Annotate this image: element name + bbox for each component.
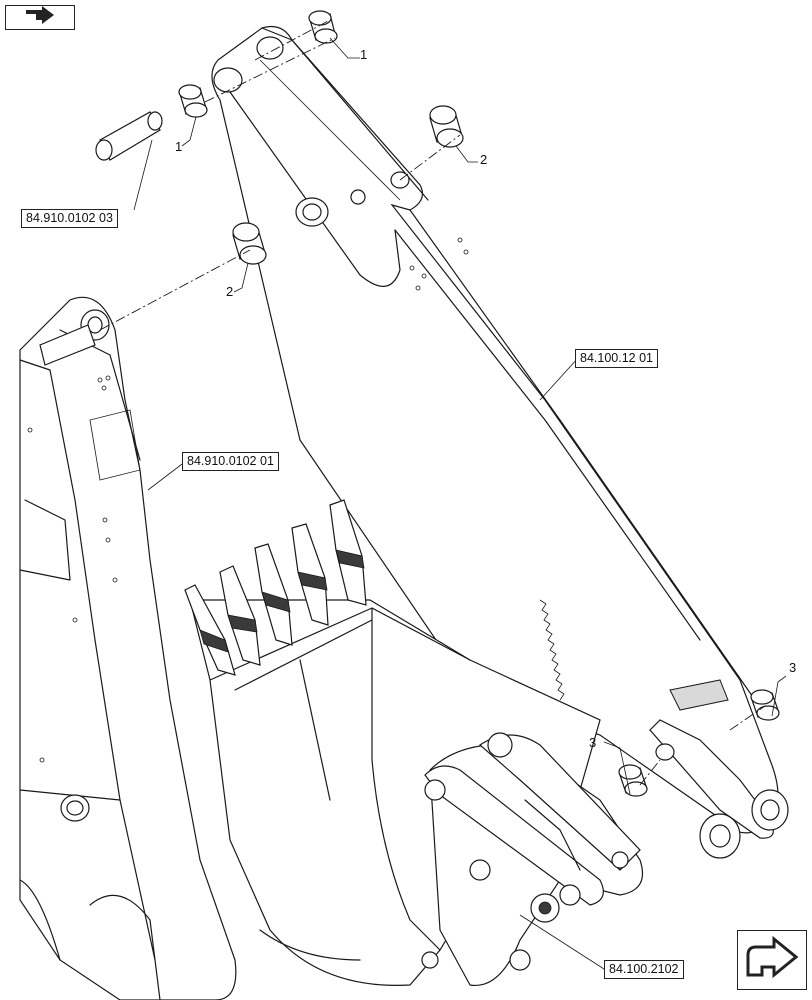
- callout-3b: 3: [589, 735, 597, 750]
- bushing-2b: [232, 222, 267, 265]
- bushing-2a: [429, 105, 464, 148]
- bushings: [178, 10, 780, 797]
- bucket-linkage: [421, 732, 644, 987]
- callout-2a: 2: [480, 152, 488, 167]
- leader-lines: [133, 37, 787, 970]
- callout-1a: 1: [360, 47, 368, 62]
- back-button[interactable]: [5, 5, 75, 30]
- bucket: [184, 499, 601, 986]
- bucket-teeth: [184, 499, 367, 676]
- bushing-1b: [178, 84, 208, 118]
- ref-dipper[interactable]: 84.100.12 01: [575, 349, 658, 368]
- boom: [19, 296, 237, 1000]
- bushing-1a: [308, 10, 338, 44]
- bushing-3a: [750, 689, 780, 721]
- assembly-center-lines: [99, 19, 766, 786]
- callout-3a: 3: [789, 660, 797, 675]
- ref-pin[interactable]: 84.910.0102 03: [21, 209, 118, 228]
- callout-2b: 2: [226, 284, 234, 299]
- pin: [95, 111, 163, 161]
- bushing-3b: [618, 764, 648, 797]
- ref-boom[interactable]: 84.910.0102 01: [182, 452, 279, 471]
- callout-1b: 1: [175, 139, 183, 154]
- next-button[interactable]: [737, 930, 807, 990]
- back-arrow-icon: [22, 6, 58, 29]
- next-arrow-icon: [744, 935, 800, 986]
- ref-linkage[interactable]: 84.100.2102: [604, 960, 684, 979]
- dipper-arm: [211, 25, 789, 859]
